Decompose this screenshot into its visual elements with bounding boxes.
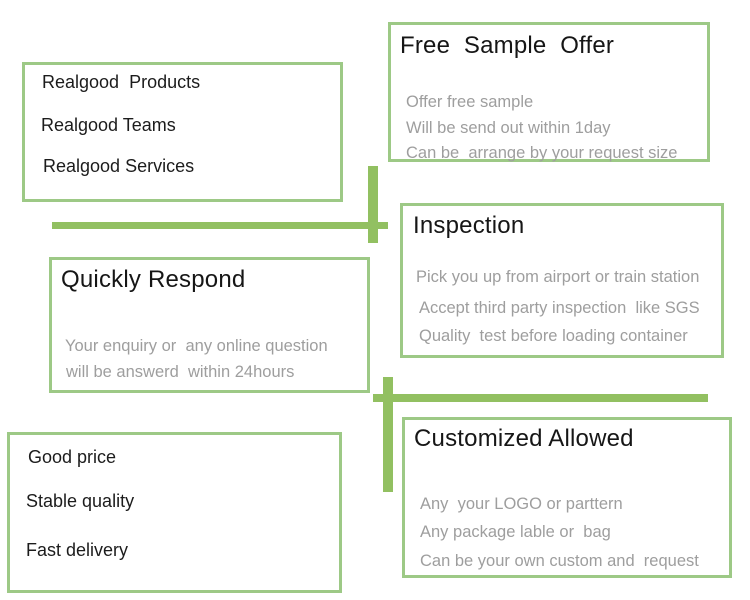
connector-vertical-bar xyxy=(368,166,378,243)
connector-horizontal-bar xyxy=(52,222,388,229)
free-sample-line: Will be send out within 1day xyxy=(406,119,611,137)
advantages-box: Good price Stable quality Fast delivery xyxy=(7,432,342,593)
free-sample-box: Free Sample Offer Offer free sample Will… xyxy=(388,22,710,162)
customized-line: Can be your own custom and request xyxy=(420,552,699,570)
company-box: Realgood Products Realgood Teams Realgoo… xyxy=(22,62,343,202)
customized-box: Customized Allowed Any your LOGO or part… xyxy=(402,417,732,578)
inspection-line: Pick you up from airport or train statio… xyxy=(416,268,700,286)
quick-respond-line: will be answerd within 24hours xyxy=(66,363,295,381)
inspection-box: Inspection Pick you up from airport or t… xyxy=(400,203,724,358)
free-sample-line: Offer free sample xyxy=(406,93,534,111)
company-item: Realgood Teams xyxy=(41,115,176,135)
customized-line: Any package lable or bag xyxy=(420,523,611,541)
free-sample-title: Free Sample Offer xyxy=(400,32,615,59)
company-item: Realgood Products xyxy=(42,72,201,92)
company-item: Realgood Services xyxy=(43,156,195,176)
connector-vertical-bar xyxy=(383,377,393,492)
quick-respond-line: Your enquiry or any online question xyxy=(65,337,328,355)
customized-title: Customized Allowed xyxy=(414,425,634,452)
advantage-item: Fast delivery xyxy=(26,540,129,560)
quick-respond-title: Quickly Respond xyxy=(61,266,246,293)
connector-horizontal-bar xyxy=(373,394,708,402)
free-sample-line: Can be arrange by your request size xyxy=(406,144,678,162)
inspection-line: Quality test before loading container xyxy=(419,327,688,345)
customized-line: Any your LOGO or parttern xyxy=(420,495,623,513)
advantage-item: Good price xyxy=(28,447,117,467)
inspection-line: Accept third party inspection like SGS xyxy=(419,299,700,317)
advantage-item: Stable quality xyxy=(26,491,135,511)
quick-respond-box: Quickly Respond Your enquiry or any onli… xyxy=(49,257,370,393)
inspection-title: Inspection xyxy=(413,212,525,239)
